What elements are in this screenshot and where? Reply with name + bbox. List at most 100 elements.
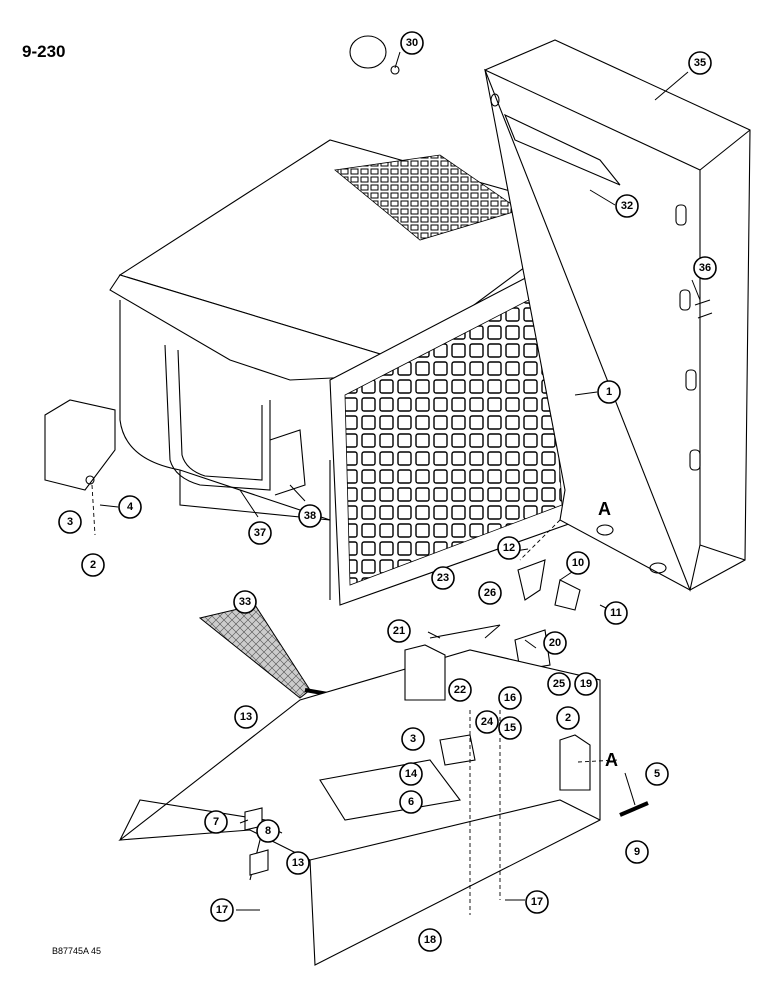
callout-number: 25: [553, 678, 565, 690]
part-callout-38: 38: [298, 504, 322, 528]
cab-door-frame: [177, 349, 263, 481]
callout-number: 35: [694, 57, 706, 69]
panel-hole: [490, 93, 500, 107]
link-10: [517, 559, 546, 601]
callout-number: 16: [504, 692, 516, 704]
callout-number: 15: [504, 722, 516, 734]
callout-number: 10: [572, 557, 584, 569]
callout-number: 19: [580, 678, 592, 690]
part-callout-35: 35: [688, 51, 712, 75]
callout-number: 6: [408, 796, 414, 808]
frame-step: [319, 759, 461, 821]
part-callout-33: 33: [233, 590, 257, 614]
panel-slot: [675, 204, 687, 226]
part-callout-2: 2: [81, 553, 105, 577]
frame-left-flange: [119, 799, 266, 881]
callout-number: 14: [405, 768, 418, 780]
panel-slot: [679, 289, 691, 311]
callout-number: 20: [549, 637, 561, 649]
pin-14: [619, 801, 649, 817]
panel-recess: [503, 113, 621, 186]
callout-number: 17: [216, 904, 228, 916]
cab-bottom-rail: [179, 470, 331, 521]
cab-door-opening: [164, 344, 271, 491]
part-callout-2: 2: [556, 706, 580, 730]
callout-number: 2: [565, 712, 571, 724]
bolt-leader-2: [91, 484, 96, 536]
callout-number: 3: [67, 516, 73, 528]
hinge-bracket-19: [514, 629, 551, 671]
callout-number: 12: [503, 542, 515, 554]
part-callout-32: 32: [615, 194, 639, 218]
side-panel-top-edge: [699, 129, 751, 171]
leader: [519, 519, 561, 561]
gas-strut-21: [429, 624, 501, 639]
panel-slot: [685, 369, 697, 391]
part-callout-21: 21: [387, 619, 411, 643]
callout-number: 11: [610, 607, 622, 619]
callout-number: 38: [304, 510, 316, 522]
part-callout-20: 20: [543, 631, 567, 655]
callout-number: 8: [265, 825, 271, 837]
part-callout-4: 4: [118, 495, 142, 519]
part-callout-24: 24: [475, 710, 499, 734]
part-callout-30: 30: [400, 31, 424, 55]
part-callout-36: 36: [693, 256, 717, 280]
callout-number: 2: [90, 559, 96, 571]
part-callout-18: 18: [418, 928, 442, 952]
part-callout-15: 15: [498, 716, 522, 740]
callout-number: 13: [240, 711, 252, 723]
callout-number: 33: [239, 596, 251, 608]
panel-hole: [596, 524, 614, 536]
part-callout-26: 26: [478, 581, 502, 605]
frame-tower-right: [559, 734, 591, 791]
drawing-code: B87745A 45: [52, 946, 102, 956]
part-callout-19: 19: [574, 672, 598, 696]
callout-number: 7: [213, 816, 219, 828]
part-callout-9: 9: [625, 840, 649, 864]
part-callout-6: 6: [399, 790, 423, 814]
part-callout-13: 13: [286, 851, 310, 875]
part-callout-12: 12: [497, 536, 521, 560]
part-callout-37: 37: [248, 521, 272, 545]
panel-slot: [689, 449, 701, 471]
callout-number: 13: [292, 857, 304, 869]
link-plate: [554, 579, 581, 611]
callout-number: 22: [454, 684, 466, 696]
frame-crossmember: [309, 799, 601, 861]
callout-number: 9: [634, 846, 640, 858]
part-callout-17: 17: [525, 890, 549, 914]
callout-number: 1: [606, 386, 612, 398]
callout-number: 4: [127, 501, 134, 513]
view-marker-a: A: [598, 499, 611, 519]
part-callout-5: 5: [645, 762, 669, 786]
part-callout-3: 3: [58, 510, 82, 534]
part-callout-13: 13: [234, 705, 258, 729]
side-panel-35: [483, 39, 751, 592]
part-callout-8: 8: [256, 819, 280, 843]
frame-tower-left: [404, 644, 446, 701]
side-panel-bottom-edge: [699, 544, 746, 561]
part-callout-23: 23: [431, 566, 455, 590]
callout-number: 32: [621, 200, 633, 212]
part-callout-1: 1: [597, 380, 621, 404]
callout-number: 21: [393, 625, 405, 637]
callout-number: 17: [531, 896, 543, 908]
rear-window-frame: [269, 429, 306, 496]
part-callout-14: 14: [399, 762, 423, 786]
tread-plate-33: [198, 604, 311, 699]
side-panel-outline: [484, 39, 751, 591]
callout-number: 26: [484, 587, 496, 599]
part-callout-22: 22: [448, 678, 472, 702]
callout-number: 24: [481, 716, 494, 728]
panel-hole: [649, 562, 667, 574]
mirror-mount: [390, 65, 400, 75]
cab-assembly: [109, 139, 597, 606]
callout-number: 37: [254, 527, 266, 539]
callout-number: 5: [654, 768, 660, 780]
frame-15: [118, 644, 601, 966]
left-mount-bracket: [44, 399, 116, 491]
cab-left-side: [119, 300, 331, 600]
